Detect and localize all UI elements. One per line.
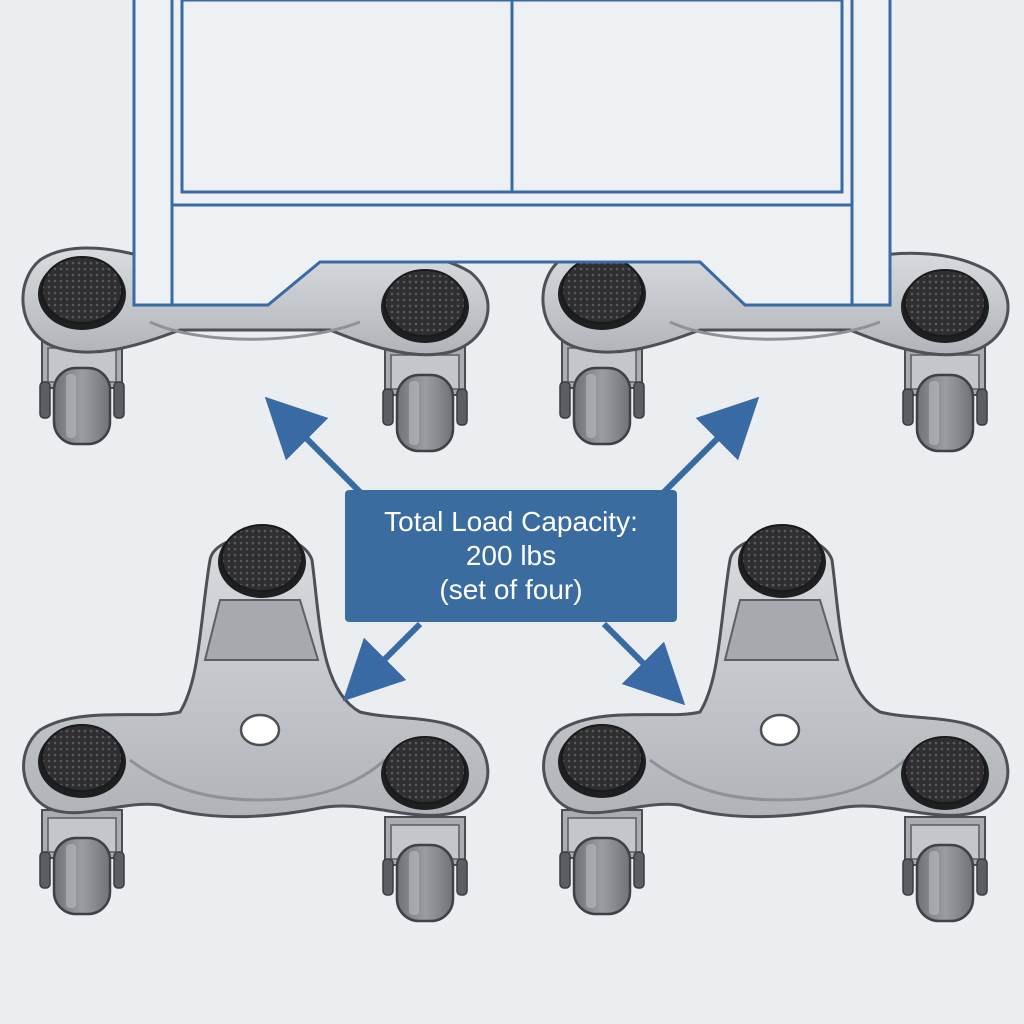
load-capacity-title: Total Load Capacity: <box>384 505 638 537</box>
direction-arrow-icon <box>601 621 686 706</box>
direction-arrows <box>264 396 760 706</box>
furniture-cabinet-icon <box>132 0 892 307</box>
direction-arrow-icon <box>342 621 423 702</box>
load-capacity-value: 200 lbs <box>465 539 557 571</box>
load-capacity-label: Total Load Capacity: 200 lbs (set of fou… <box>345 490 677 622</box>
load-capacity-note: (set of four) <box>439 574 583 606</box>
direction-arrow-icon <box>661 396 760 495</box>
direction-arrow-icon <box>264 396 363 495</box>
